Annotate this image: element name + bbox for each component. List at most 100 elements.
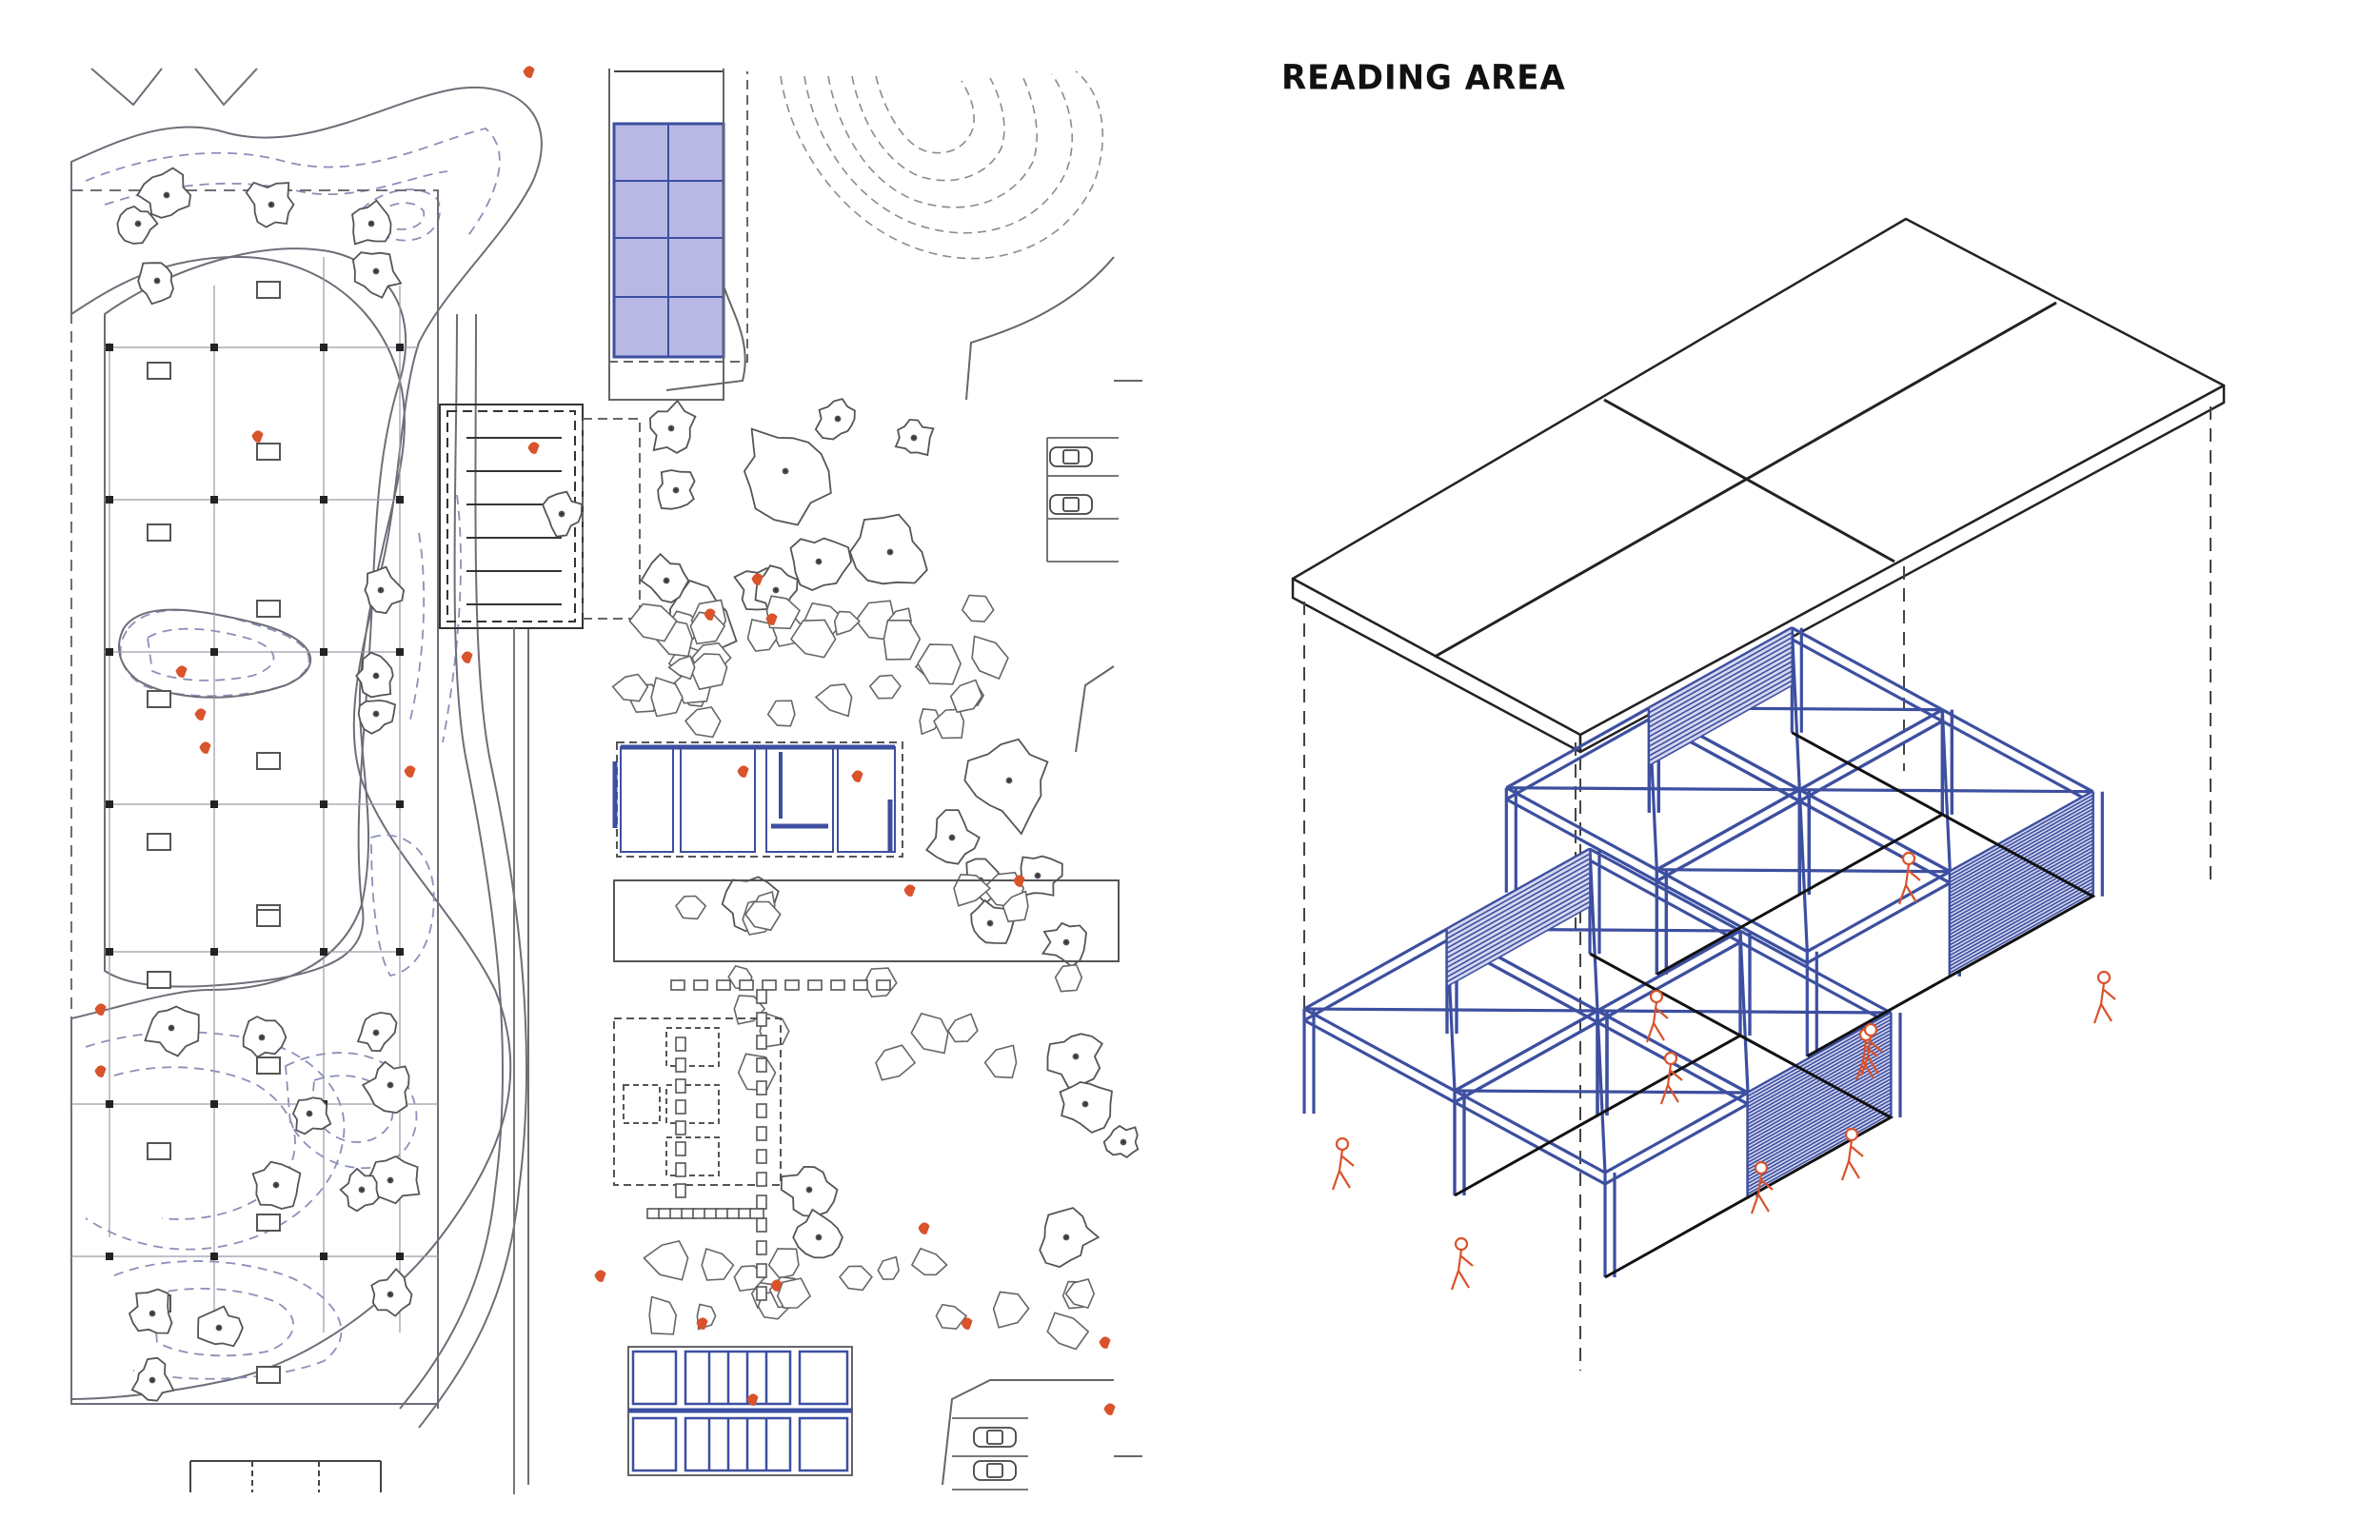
person-figure-icon [918,1222,930,1234]
frame-member [1806,881,1952,965]
paving-stone [628,602,678,642]
chain-link [693,979,708,991]
tree-trunk-icon [377,586,385,594]
louver-slat [1747,1039,1892,1122]
person-figure-icon [1331,1149,1355,1191]
paving-stone [1054,963,1083,993]
paving-stone [992,1291,1030,1329]
tree-trunk-icon [782,467,789,475]
car-window [986,1463,1003,1478]
louver-slat [1747,1029,1892,1112]
louver-slat [1747,1106,1892,1188]
louver-slat [1949,808,2093,890]
person-figure-icon [737,765,749,778]
person-figure-icon [1901,851,1916,866]
paving-stone [917,643,962,685]
solar-panel-array [608,70,748,363]
tree-trunk-icon [163,191,170,199]
louver-slat [1949,833,2093,915]
frame-member [1597,929,1741,1013]
tree-canopy-icon [963,738,1049,836]
paving-stone [776,1277,812,1310]
louver-slat [1648,665,1793,747]
person-figure-icon [1099,1336,1111,1349]
reading-area-title: READING AREA [1281,58,1566,98]
grid-post [210,344,218,351]
frame-member [1303,938,1448,1022]
person-figure-icon [527,442,540,454]
louver-slat [1949,843,2093,925]
paving-stone [971,635,1009,681]
chain-link [675,1141,686,1156]
chain-link [675,1037,686,1052]
frame-member [1454,1100,1606,1186]
tree-trunk-icon [372,672,380,680]
tree-trunk-icon [886,548,894,556]
frame-member [1505,718,1651,801]
louver-slat [1747,1098,1892,1181]
tree-canopy-icon [357,699,396,735]
louver-slat [1747,1113,1892,1195]
person-figure-icon [1450,1249,1474,1291]
bench-block [256,281,281,299]
tree-trunk-icon [372,267,380,275]
lawn-grid [71,257,438,1333]
tree-trunk-icon [372,710,380,718]
tree-trunk-icon [215,1324,223,1332]
bench-block [256,1214,281,1232]
chain-link [756,989,767,1004]
tree-trunk-icon [149,1376,156,1384]
tree-trunk-icon [367,220,375,227]
chain-link [756,1080,767,1096]
frame-member [1454,1009,1598,1093]
frame-member [1806,870,1952,954]
person-figure-icon [1454,1236,1469,1252]
louver-slat [1949,888,2093,971]
grid-post [210,800,218,808]
frame-member [1597,940,1741,1024]
louver-slat [1747,1092,1892,1175]
grid-post [210,1100,218,1108]
louver-slat [1446,886,1591,969]
paving-stone [767,1248,800,1279]
bench-block [256,1056,281,1075]
paving-stone [935,1303,968,1330]
person-figure-icon [1897,863,1921,905]
louver-slat [1949,857,2093,939]
chain-link [853,979,868,991]
tree-trunk-icon [1120,1138,1127,1146]
tree-canopy-icon [291,1096,332,1135]
site-boundary [608,69,1142,1486]
car-window [1062,497,1080,512]
louver-slat [1949,892,2093,974]
person-figure-icon [696,1317,708,1330]
contour-line [151,1287,294,1357]
person-figure-icon [1103,1403,1116,1415]
person-figure-icon [594,1270,606,1282]
frame-member [1597,1009,1749,1095]
contour-line [408,532,426,724]
tree-trunk-icon [387,1291,394,1298]
grid-post [106,344,113,351]
louver-slat [1648,661,1793,742]
contour-line [85,128,501,239]
frame-member [1941,720,2094,805]
floor-edges [1454,731,2096,1279]
louver-slat [1648,646,1793,728]
louver-slat [1747,1081,1892,1164]
person-figure-icon [1335,1136,1350,1152]
grid-post [106,800,113,808]
tree-canopy-icon [361,1060,410,1115]
louver-slat [1949,881,2093,963]
paving-stone [766,700,796,727]
tree-trunk-icon [1062,938,1070,946]
frame-member [1791,626,1944,712]
tree-trunk-icon [663,577,670,584]
chain-link [675,1183,686,1198]
chain-link [784,979,800,991]
path-edge [418,313,528,1429]
car-window [986,1430,1003,1445]
chain-link [716,979,731,991]
person-figure-icon [94,1003,107,1016]
tree-trunk-icon [667,424,675,432]
